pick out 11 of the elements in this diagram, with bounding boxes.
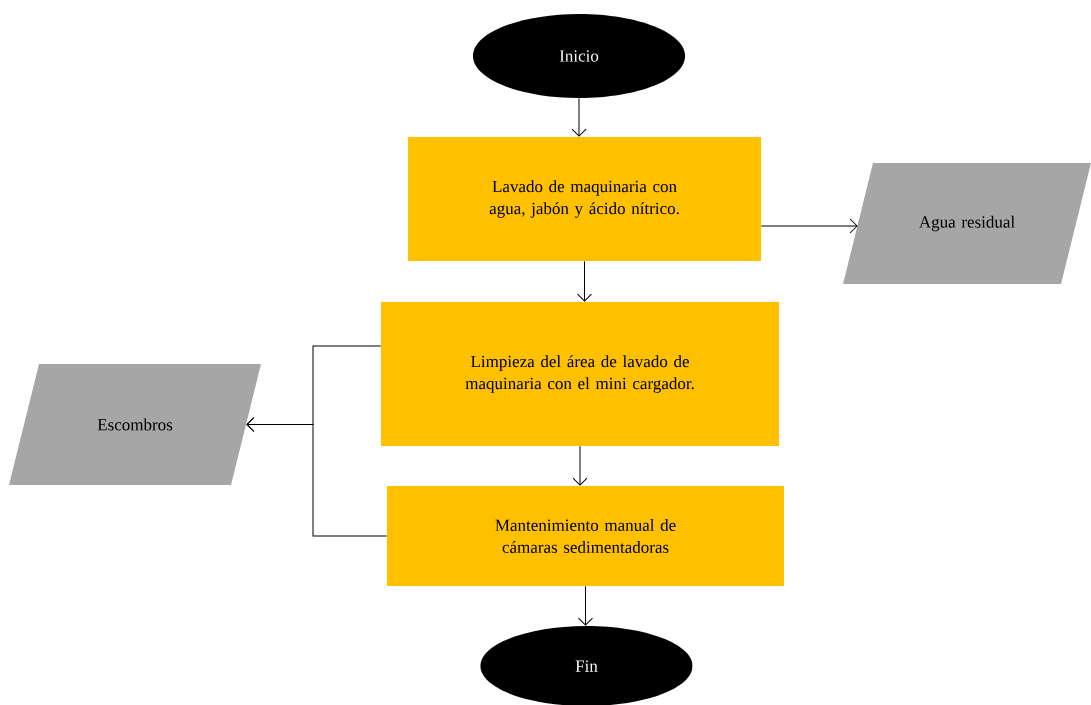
arrow xyxy=(760,218,858,234)
arrow xyxy=(571,97,587,137)
data-parallelogram: Escombros xyxy=(9,364,261,485)
process-box: Mantenimiento manual de cámaras sedimentadoras xyxy=(387,486,784,586)
data-parallelogram: Agua residual xyxy=(843,163,1091,284)
arrow xyxy=(246,417,388,537)
arrow xyxy=(577,260,592,302)
process-box: Limpieza del área de lavado de maquinaria con el mini cargador. xyxy=(381,302,779,446)
arrow xyxy=(572,445,588,486)
process-box: Lavado de maquinaria con agua, jabón y ácido nítrico. xyxy=(408,137,761,261)
arrow xyxy=(578,585,593,626)
